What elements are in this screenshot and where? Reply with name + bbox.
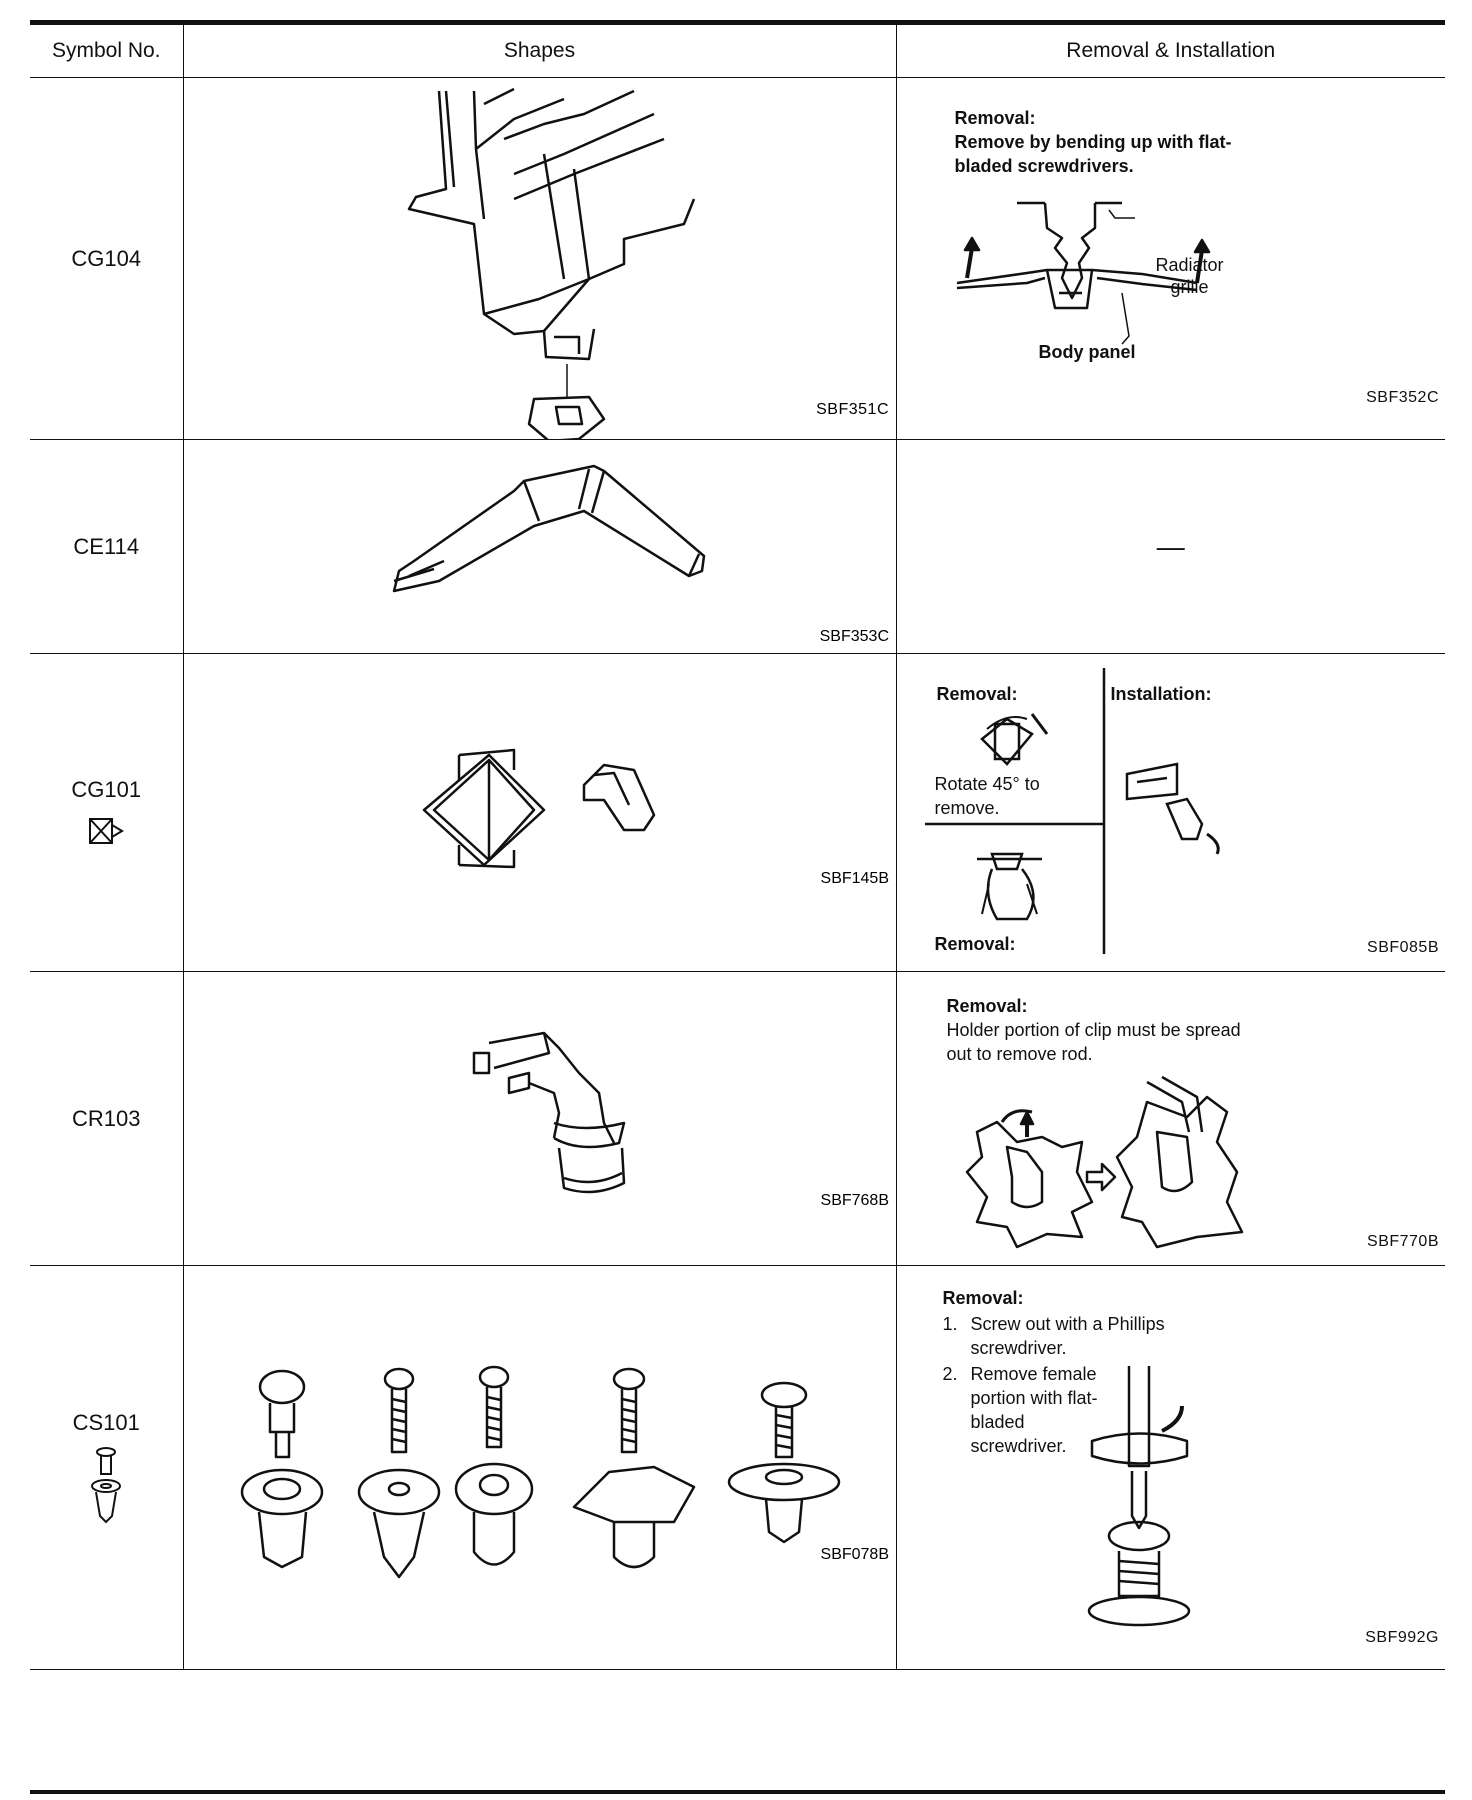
table-row: CG104 [30,77,1445,440]
header-row: Symbol No. Shapes Removal & Installation [30,24,1445,78]
shape-code: SBF145B [820,870,888,887]
symbol-cell: CR103 [30,971,184,1266]
removal-title: Removal: [954,108,1036,128]
symbol-cell: CG101 [30,653,184,972]
shape-code: SBF768B [820,1192,888,1209]
header-shapes: Shapes [182,24,897,78]
removal-cell: — [895,439,1445,654]
removal-cell: Removal: Holder portion of clip must be … [895,971,1445,1266]
rod-clip-illustration: SBF768B [472,1031,889,1209]
symbol-cell: CE114 [30,439,184,654]
removal-cell: Removal: Remove by bending up with flat-… [895,77,1445,440]
removal-cell: Removal: 1. Screw out with a Phillips sc… [895,1265,1445,1670]
cg101-installation-title: Installation: [1110,684,1212,704]
clip-table: Symbol No. Shapes Removal & Installation… [30,24,1445,1670]
symbol-cell: CG104 [30,77,184,440]
shape-code: SBF353C [819,628,888,645]
cs101-symbol-icon [91,1446,122,1523]
symbol-text: CS101 [72,1409,140,1435]
removal-text: Holder portion of clip must be spread ou… [946,1020,1241,1064]
symbol-cell: CS101 [30,1265,184,1670]
shape-code: SBF351C [816,401,889,418]
removal-text: Remove by bending up with flat-bladed sc… [954,132,1232,176]
table-row: CG101 [30,653,1445,972]
step2-number: 2. [942,1364,958,1384]
top-rule [30,20,1445,24]
square-clip-illustration: SBF145B [422,748,889,887]
removal-code: SBF085B [1367,939,1439,956]
step2-text: Remove female portion with flat-bladed s… [970,1364,1098,1456]
screwdriver-removal-diagram [1087,1366,1190,1627]
shape-cell: SBF078B [182,1265,897,1670]
shape-cell: SBF768B [182,971,897,1266]
bottom-rule [30,1790,1445,1794]
shape-cell: SBF353C [182,439,897,654]
removal-code: SBF352C [1366,389,1439,406]
step1-text: Screw out with a Phillips screwdriver. [970,1314,1165,1358]
shape-cell: SBF351C [182,77,897,440]
grille-removal-diagram [956,201,1210,345]
table-row: CR103 SBF768B [30,971,1445,1266]
cg101-symbol-icon [89,817,125,844]
cg101-removal-title: Removal: [936,684,1018,704]
removal-code: SBF770B [1367,1233,1439,1250]
shape-code: SBF078B [820,1546,888,1563]
label-radiator-grille: Radiator grille [1155,255,1224,297]
removal-cell: Removal: Installation: Rotate 45° to rem… [895,653,1445,972]
removal-code: SBF992G [1365,1629,1439,1646]
grille-clip-illustration: SBF351C [407,87,889,439]
header-symbol: Symbol No. [30,24,184,78]
cg101-rotate-text: Rotate 45° to remove. [934,774,1040,818]
pin-clip-illustration: SBF353C [392,464,889,645]
symbol-text: CG101 [71,776,142,802]
screw-clip-illustration: SBF078B [240,1365,889,1578]
label-body-panel: Body panel [1038,342,1136,362]
step1-number: 1. [942,1314,958,1334]
shape-cell: SBF145B [182,653,897,972]
rod-removal-diagram [965,1075,1243,1249]
header-removal: Removal & Installation [895,24,1445,78]
cg101-removal-diagram [924,668,1220,954]
cg101-removal-title-2: Removal: [934,934,1016,954]
removal-title: Removal: [942,1288,1024,1308]
removal-title: Removal: [946,996,1028,1016]
table-row: CS101 [30,1265,1445,1670]
table-row: CE114 SBF353C — [30,439,1445,654]
